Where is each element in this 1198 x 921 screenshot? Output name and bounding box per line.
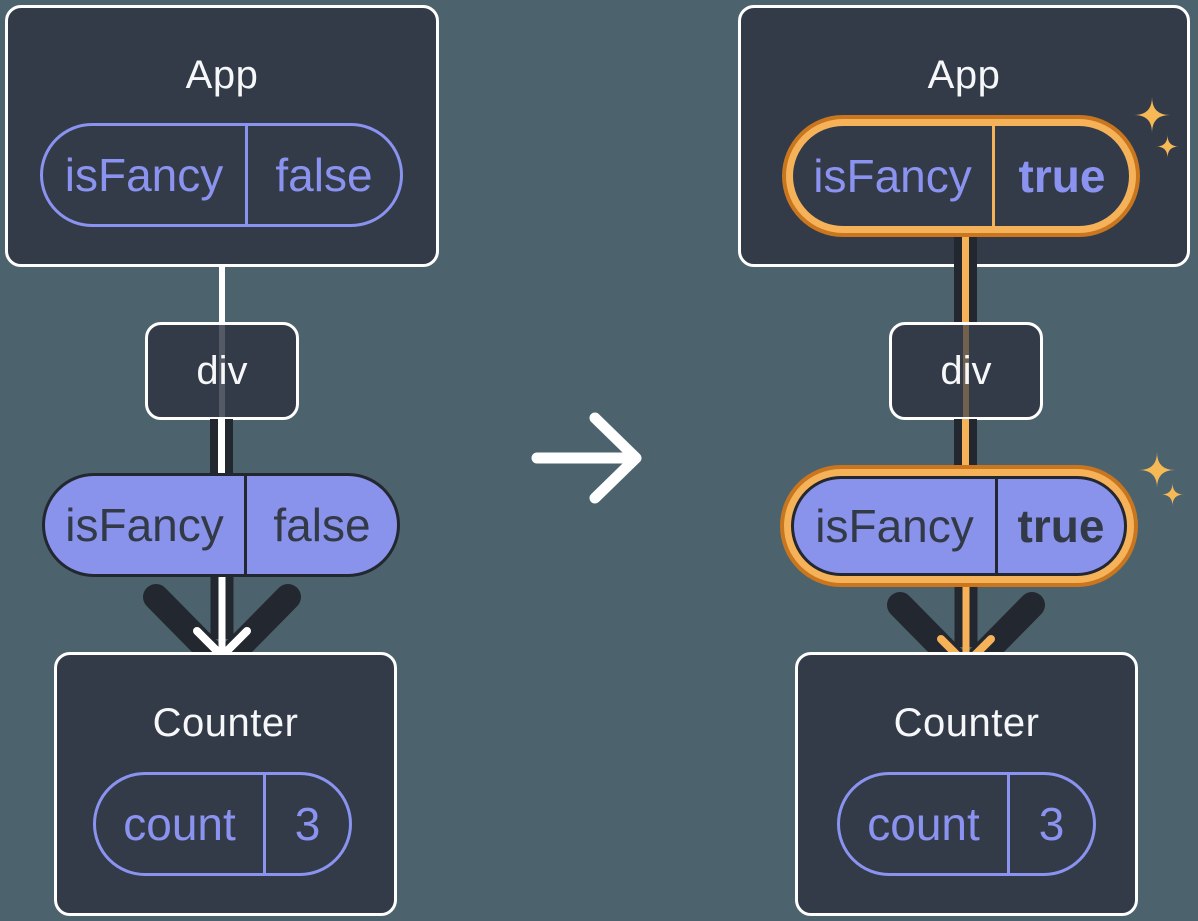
div-label: div: [940, 348, 992, 393]
state-key-cell: count: [840, 775, 1010, 873]
state-key-cell: isFancy: [43, 126, 248, 224]
connector-app-to-div: [954, 233, 977, 324]
counter-component-title: Counter: [152, 701, 299, 745]
counter-component-card: [795, 652, 1138, 916]
prop-key: isFancy: [65, 499, 224, 551]
state-key: isFancy: [64, 149, 224, 201]
highlight-ring-inner: isFancy true: [784, 469, 1134, 583]
counter-component-title: Counter: [893, 701, 1040, 745]
state-key: count: [123, 798, 236, 850]
prop-pill: isFancy true: [791, 476, 1127, 576]
state-value: false: [275, 149, 373, 201]
state-value: 3: [1038, 798, 1065, 850]
state-value: true: [1018, 150, 1106, 202]
changed-state-highlight-ring: isFancy true: [782, 115, 1140, 237]
connector-app-to-div: [219, 265, 225, 324]
sparkle-icon: [1156, 135, 1179, 158]
state-value-cell: false: [248, 126, 400, 224]
state-value: 3: [294, 798, 321, 850]
highlight-ring-inner: isFancy true: [786, 119, 1136, 233]
sparkle-icon: [1161, 483, 1184, 506]
connector-ghost-line: [219, 325, 225, 417]
sparkle-icon: [1139, 452, 1175, 488]
connector-ghost-line: [963, 325, 969, 417]
state-value-cell: 3: [266, 775, 349, 873]
changed-prop-highlight-ring: isFancy true: [780, 465, 1138, 587]
app-state-pill: isFancy false: [40, 123, 403, 227]
prop-key-cell: isFancy: [794, 479, 998, 573]
state-key: count: [867, 798, 980, 850]
prop-key-cell: isFancy: [45, 476, 247, 574]
prop-value-cell: true: [998, 479, 1124, 573]
state-key-cell: count: [96, 775, 266, 873]
prop-key: isFancy: [815, 500, 974, 552]
state-value-cell: 3: [1010, 775, 1093, 873]
connector-div-to-prop: [954, 419, 977, 467]
sparkle-icon: [1134, 97, 1170, 133]
transition-arrow-icon: [531, 412, 642, 504]
counter-state-pill: count 3: [837, 772, 1096, 876]
app-component-title: App: [185, 53, 259, 97]
state-value-cell: true: [995, 126, 1129, 226]
div-element-card: div: [145, 322, 299, 420]
app-component-title: App: [927, 53, 1001, 97]
app-state-pill: isFancy true: [793, 126, 1129, 226]
connector-div-to-prop: [210, 419, 233, 475]
prop-value: false: [273, 499, 371, 551]
counter-state-pill: count 3: [93, 772, 352, 876]
prop-value-cell: false: [247, 476, 397, 574]
state-key-cell: isFancy: [793, 126, 995, 226]
prop-pill: isFancy false: [42, 473, 400, 577]
state-key: isFancy: [813, 150, 972, 202]
div-label: div: [196, 348, 248, 393]
div-element-card: div: [889, 322, 1043, 420]
prop-value: true: [1017, 500, 1105, 552]
